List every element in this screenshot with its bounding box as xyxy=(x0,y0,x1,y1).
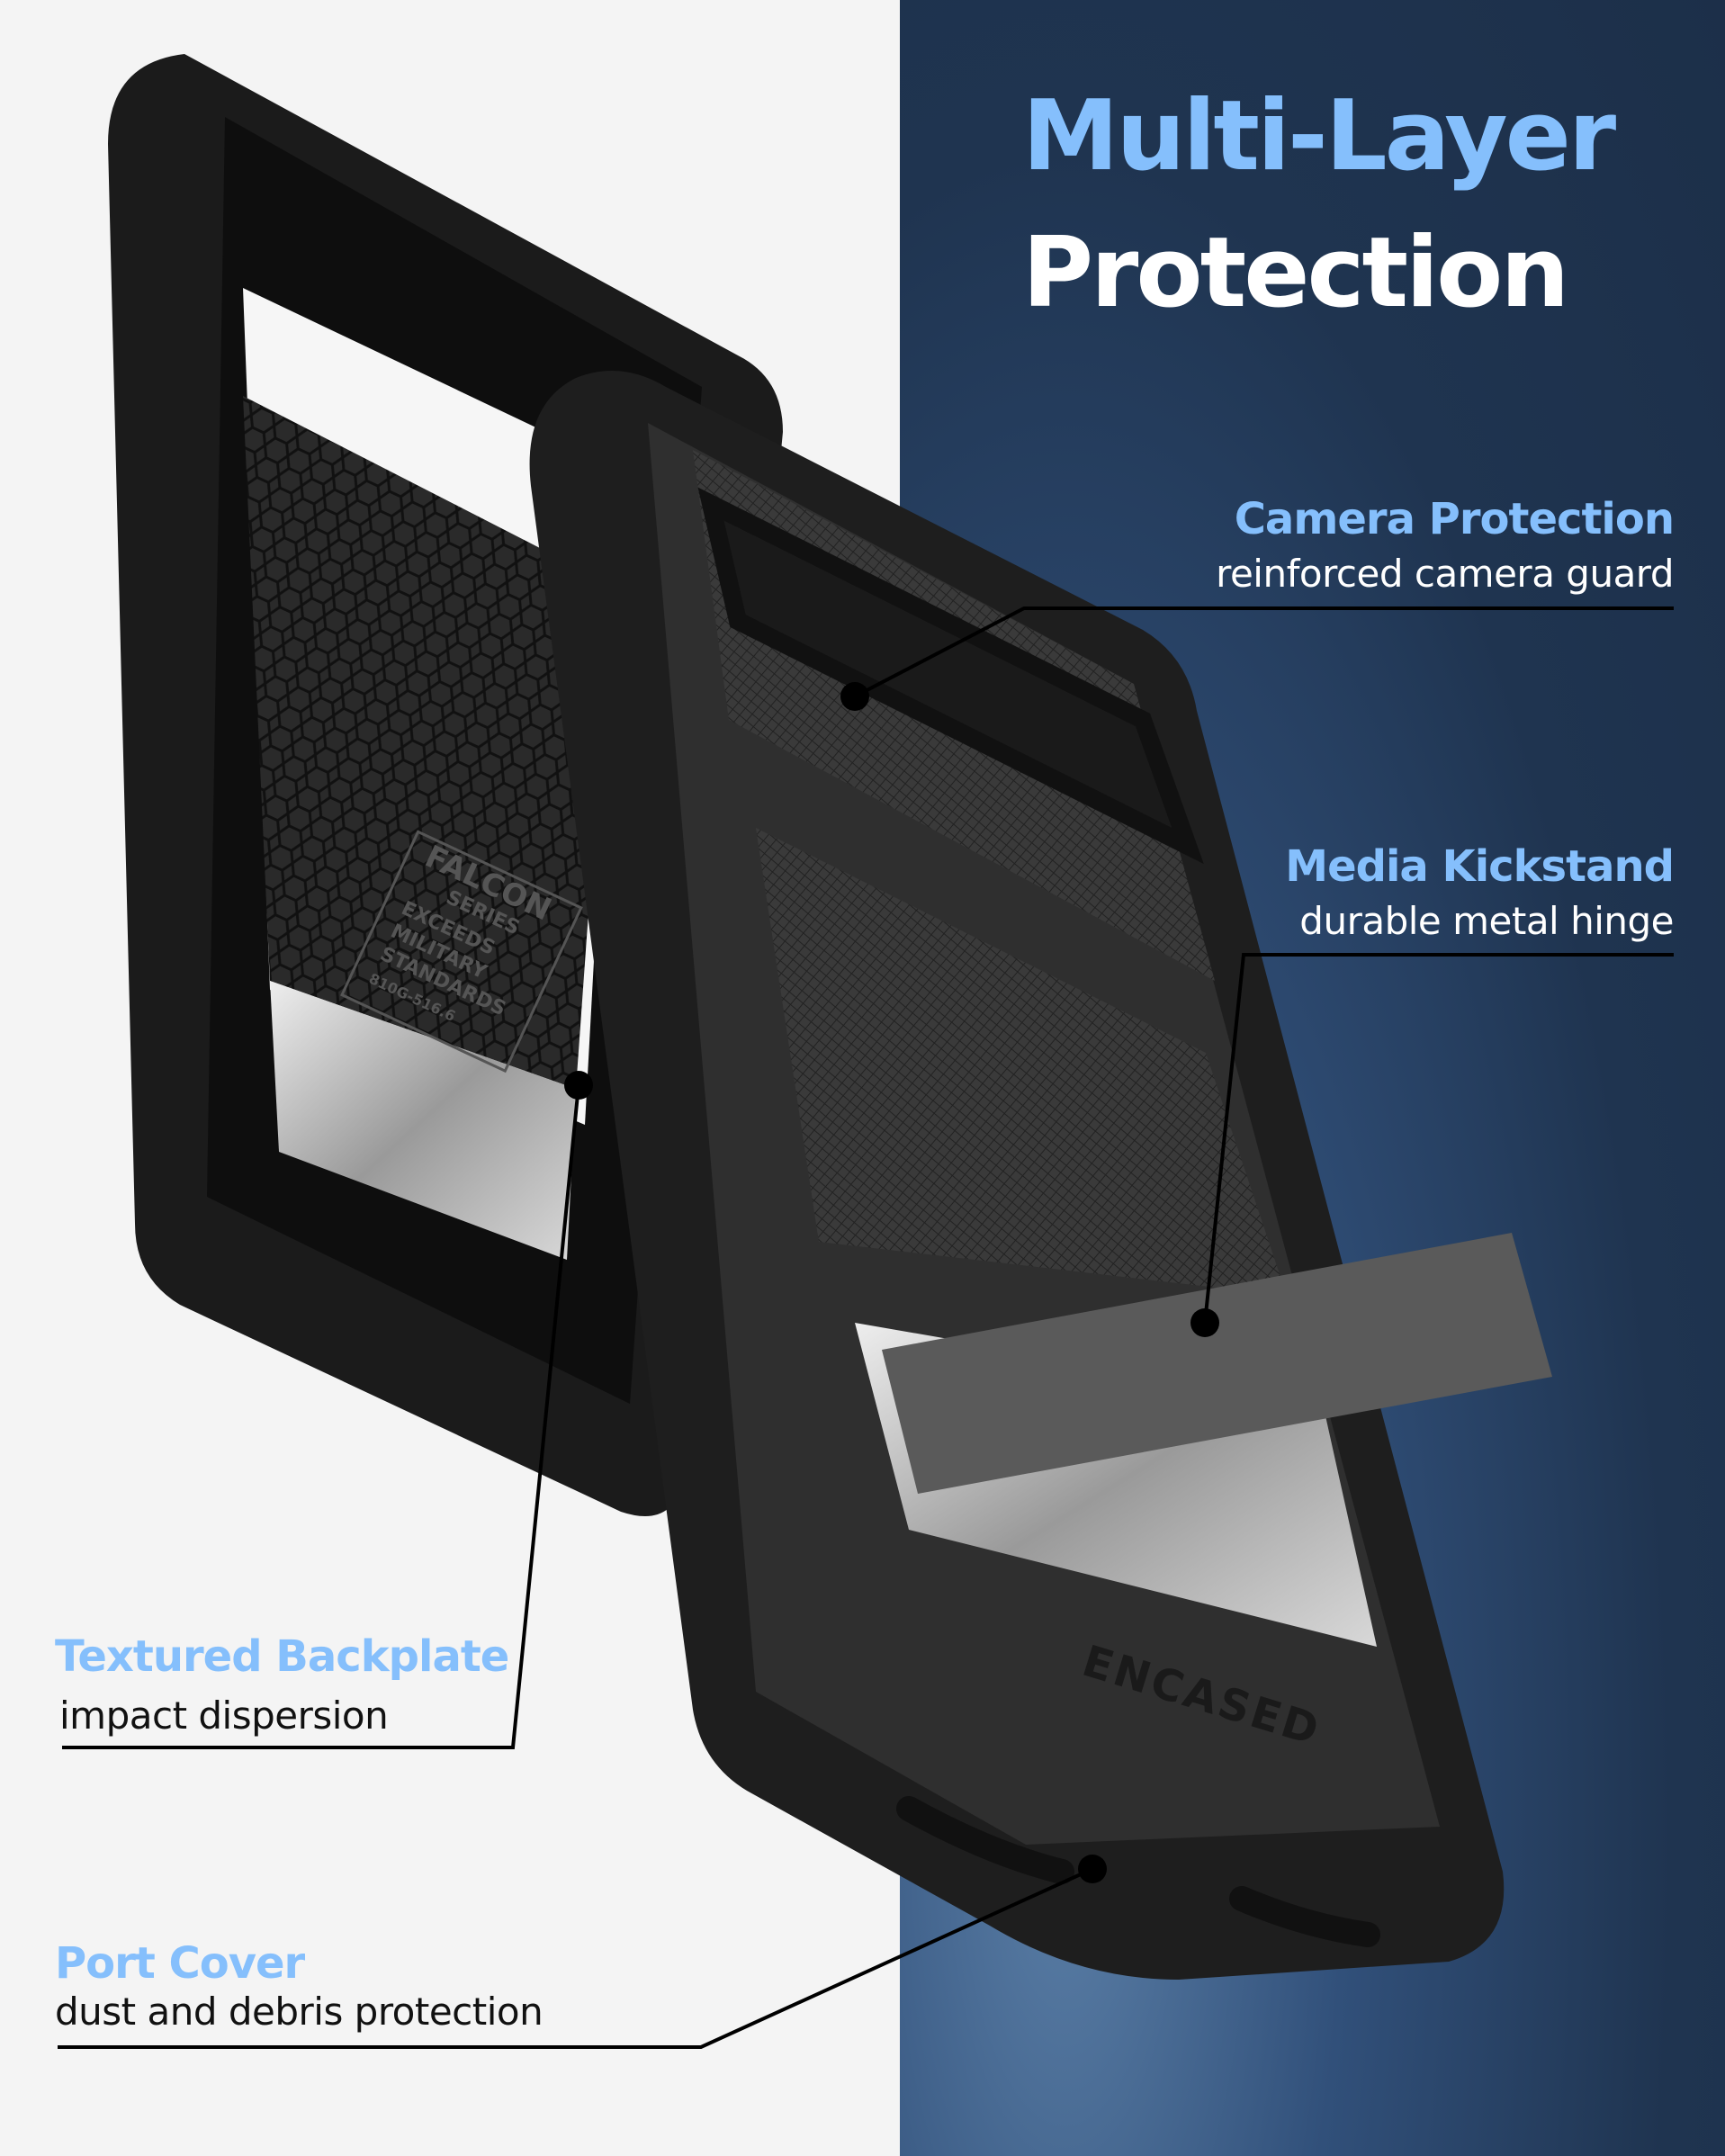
headline-line-1: Multi-Layer xyxy=(1022,80,1616,193)
media-kickstand-title: Media Kickstand xyxy=(1285,841,1675,892)
callout-dots xyxy=(564,682,1219,1883)
port-cover-title: Port Cover xyxy=(55,1938,305,1989)
headline-line-2: Protection xyxy=(1022,217,1569,329)
textured-backplate-subtitle: impact dispersion xyxy=(59,1693,389,1738)
camera-protection-title: Camera Protection xyxy=(1234,494,1675,544)
media-kickstand-subtitle: durable metal hinge xyxy=(1299,899,1674,943)
callout-leaders xyxy=(58,606,1674,2049)
port-cover-subtitle: dust and debris protection xyxy=(55,1990,544,2034)
metal-kickstand xyxy=(882,1233,1552,1494)
textured-backplate-title: Textured Backplate xyxy=(55,1631,509,1682)
camera-protection-subtitle: reinforced camera guard xyxy=(1216,552,1674,596)
case-back-view: ENCASED xyxy=(529,371,1552,1980)
